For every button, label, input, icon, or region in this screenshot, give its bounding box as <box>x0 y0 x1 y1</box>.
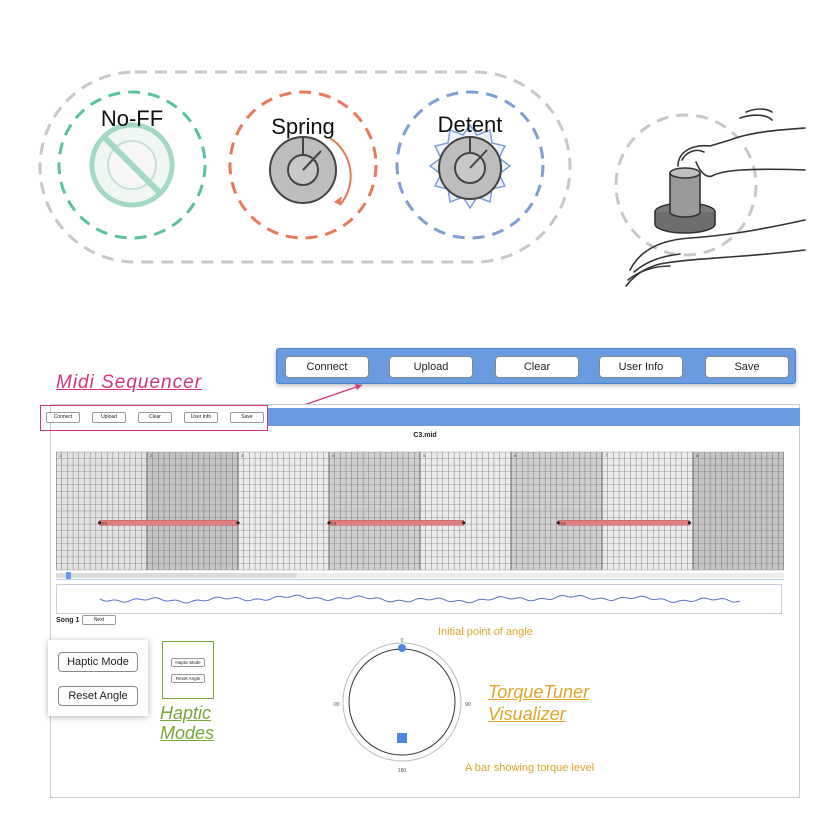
torque-bar-note: A bar showing torque level <box>465 762 595 774</box>
mini-connect-button[interactable]: Connect <box>46 412 80 423</box>
playhead-marker <box>66 572 71 579</box>
dial-label-right: 90 <box>465 702 471 708</box>
bar-number-5: 5 <box>423 453 426 458</box>
haptic-modes-callout-line1: Haptic <box>160 703 212 723</box>
note-label: C3 <box>331 520 337 525</box>
bar-number-3: 3 <box>241 453 244 458</box>
detent-ring <box>395 90 545 240</box>
save-button[interactable]: Save <box>705 356 789 378</box>
song-label: Song 1 <box>56 617 80 624</box>
haptic-modes-illustration <box>38 70 758 264</box>
zoomed-toolbar: Connect Upload Clear User Info Save <box>276 348 796 384</box>
connect-button[interactable]: Connect <box>285 356 369 378</box>
next-button[interactable]: Next <box>82 615 116 625</box>
no-ff-ring <box>57 90 207 240</box>
midi-sequencer-highlight <box>40 405 268 431</box>
dial-outer-ring <box>342 642 462 762</box>
user-info-button[interactable]: User Info <box>599 356 683 378</box>
note-start-handle <box>556 521 560 525</box>
torquetuner-callout: TorqueTuner Visualizer <box>488 681 589 725</box>
mini-save-button[interactable]: Save <box>230 412 264 423</box>
clear-button[interactable]: Clear <box>495 356 579 378</box>
piano-roll[interactable]: 1 2 3 4 5 6 7 8C3 C3 C3 <box>56 444 784 580</box>
waveform <box>56 584 782 614</box>
mini-toolbar: Connect Upload Clear User Info Save <box>42 407 266 429</box>
spring-ring <box>228 90 378 240</box>
angle-indicator-dot <box>398 644 406 652</box>
note-end-handle <box>236 521 240 525</box>
no-ff-disabled-icon <box>89 122 175 208</box>
haptic-buttons-panel: Haptic Mode Reset Angle <box>48 640 148 716</box>
bar-number-1: 1 <box>59 453 62 458</box>
mini-upload-button[interactable]: Upload <box>92 412 126 423</box>
dial-label-bottom: 180 <box>398 768 407 774</box>
midi-note-1 <box>99 520 239 526</box>
torquetuner-callout-line1: TorqueTuner <box>488 682 590 702</box>
haptic-modes-callout-line2: Modes <box>160 723 215 743</box>
midi-sequencer-callout: Midi Sequencer <box>56 372 203 393</box>
haptic-modes-highlight: Haptic Mode Reset Angle <box>162 641 214 699</box>
dial-label-left: -90 <box>332 702 339 708</box>
spring-knob-icon <box>269 136 352 206</box>
mini-user-info-button[interactable]: User Info <box>184 412 218 423</box>
note-label: C3 <box>560 520 566 525</box>
hand-ring <box>614 113 758 257</box>
midi-note-3 <box>558 520 690 526</box>
file-name: C3.mid <box>413 432 437 439</box>
small-reset-angle-button[interactable]: Reset Angle <box>171 674 205 683</box>
bar-number-4: 4 <box>332 453 335 458</box>
detent-knob-icon <box>428 123 512 210</box>
torquetuner-dial: 0 -90 90 180 <box>332 638 471 774</box>
hand-device-illustration <box>625 108 806 287</box>
torque-level-bar <box>397 733 407 743</box>
torquetuner-callout-line2: Visualizer <box>488 704 566 724</box>
dial-label-top: 0 <box>401 638 404 644</box>
modes-group-outline <box>38 70 572 264</box>
haptic-mode-button[interactable]: Haptic Mode <box>58 652 138 672</box>
haptic-modes-callout: Haptic Modes <box>160 703 214 743</box>
upload-button[interactable]: Upload <box>389 356 473 378</box>
note-end-handle <box>462 521 466 525</box>
bar-number-2: 2 <box>150 453 153 458</box>
note-end-handle <box>687 521 691 525</box>
note-label: C3 <box>102 520 108 525</box>
midi-note-2 <box>328 520 464 526</box>
bar-number-8: 8 <box>696 453 699 458</box>
note-start-handle <box>98 521 102 525</box>
toolbar-band <box>268 408 800 426</box>
mode-label-detent: Detent <box>437 112 503 137</box>
scroll-track <box>56 573 784 578</box>
mode-label-spring: Spring <box>271 114 335 139</box>
scroll-thumb[interactable] <box>56 573 297 578</box>
initial-point-note: Initial point of angle <box>438 626 533 638</box>
mini-clear-button[interactable]: Clear <box>138 412 172 423</box>
small-haptic-mode-button[interactable]: Haptic Mode <box>171 658 205 667</box>
note-start-handle <box>327 521 331 525</box>
waveform-line <box>99 594 741 604</box>
bar-number-7: 7 <box>605 453 608 458</box>
bar-number-6: 6 <box>514 453 517 458</box>
mode-label-no-ff: No-FF <box>100 106 164 131</box>
reset-angle-button[interactable]: Reset Angle <box>58 686 138 706</box>
